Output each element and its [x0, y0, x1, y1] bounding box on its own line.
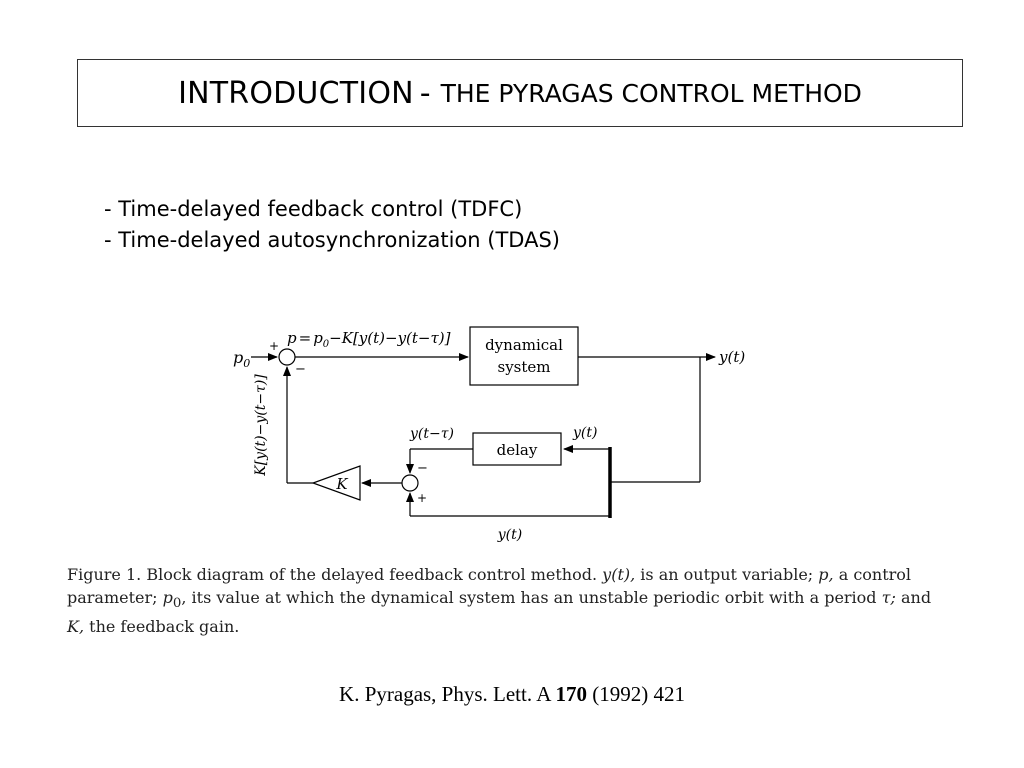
- caption-k: K,: [67, 617, 85, 637]
- caption-t3: , its value at which the dynamical syste…: [181, 588, 877, 607]
- title-separator: -: [419, 75, 431, 111]
- reference-pre: K. Pyragas, Phys. Lett. A: [339, 682, 556, 706]
- control-law-label: p=p0−K[y(t)−y(t−τ)]: [287, 329, 451, 350]
- reference-volume: 170: [555, 682, 587, 706]
- gain-label: K: [335, 475, 348, 493]
- bottom-summing-junction: [401, 474, 419, 492]
- top-summing-junction: [278, 348, 296, 366]
- system-label-line1: dynamical: [485, 336, 563, 354]
- plus-bottom-sign: +: [417, 491, 427, 505]
- title-box: INTRODUCTION - THE PYRAGAS CONTROL METHO…: [77, 59, 963, 127]
- caption-t1: is an output variable;: [640, 565, 814, 584]
- caption-p: p,: [818, 565, 834, 584]
- caption-t4: and: [900, 588, 932, 607]
- caption-y: y(t),: [602, 565, 636, 584]
- bullet-tdfc: - Time-delayed feedback control (TDFC): [104, 197, 523, 221]
- input-label: p0: [233, 348, 250, 370]
- delay-out-label: y(t−τ): [409, 426, 454, 442]
- bullet-list: - Time-delayed feedback control (TDFC) -…: [104, 194, 560, 256]
- caption-p0: p: [162, 588, 173, 607]
- title-subtitle: THE PYRAGAS CONTROL METHOD: [440, 78, 862, 108]
- dynamical-system-block: [469, 326, 579, 386]
- gain-triangle: [311, 465, 361, 501]
- reference-post: (1992) 421: [586, 682, 685, 706]
- minus-bottom-sign: −: [417, 461, 428, 476]
- block-diagram: p0 + − p=p0−K[y(t)−y(t−τ)] dynamical sys…: [233, 326, 745, 543]
- reference-citation: K. Pyragas, Phys. Lett. A 170 (1992) 421: [0, 682, 1024, 707]
- title-main: INTRODUCTION: [178, 75, 414, 111]
- caption-t5: the feedback gain.: [89, 617, 240, 637]
- caption-lead: Figure 1. Block diagram of the delayed f…: [67, 565, 598, 584]
- caption-tau: τ;: [881, 588, 896, 607]
- caption-p0-sub: 0: [172, 596, 182, 612]
- bottom-label: y(t): [497, 527, 522, 543]
- figure-caption: Figure 1. Block diagram of the delayed f…: [67, 563, 947, 638]
- feedback-label: K[y(t)−y(t−τ)]: [253, 374, 269, 477]
- output-label: y(t): [718, 348, 745, 366]
- bullet-tdas: - Time-delayed autosynchronization (TDAS…: [104, 228, 560, 252]
- delay-label: delay: [497, 441, 538, 459]
- minus-top-sign: −: [295, 362, 306, 377]
- plus-top-sign: +: [269, 339, 279, 353]
- caption-t2: a control parameter;: [67, 565, 912, 607]
- system-label-line2: system: [498, 358, 551, 376]
- delay-in-label: y(t): [572, 425, 597, 441]
